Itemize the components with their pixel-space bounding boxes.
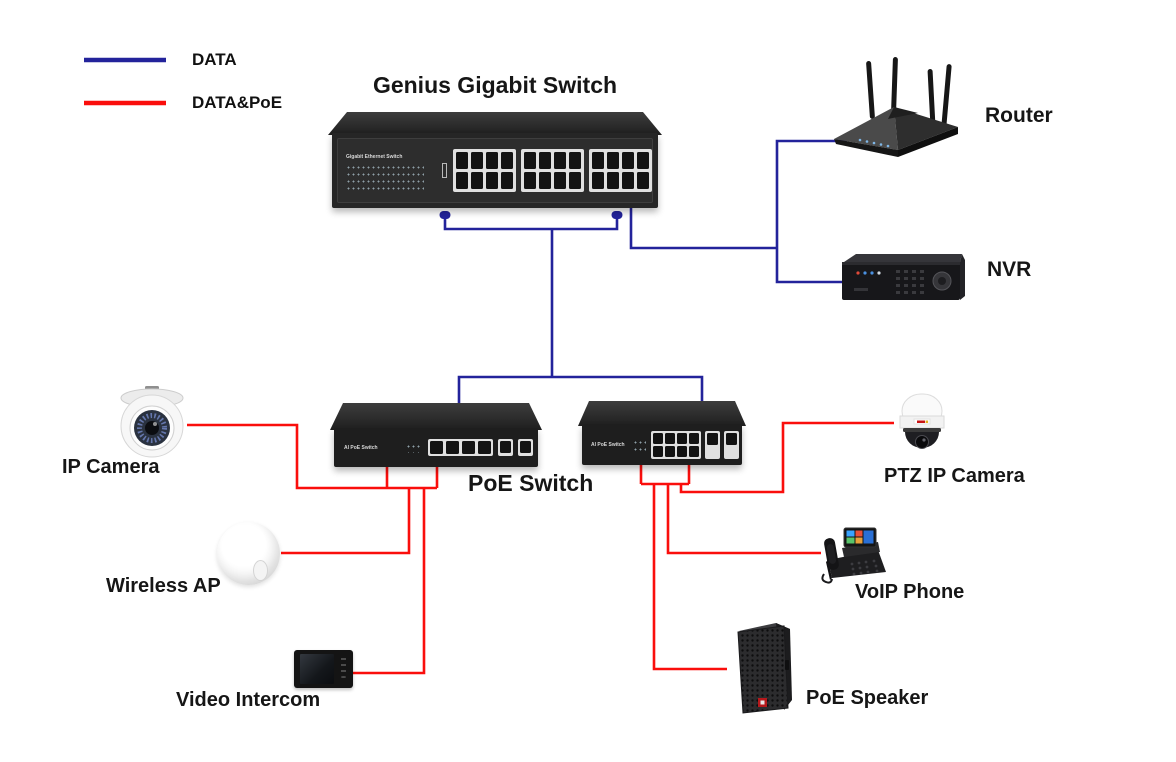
wireless-ap-image [217, 522, 280, 585]
data-line-swatch [84, 57, 166, 63]
poe-switch-left-image: AI PoE Switch [330, 403, 542, 467]
port-array [651, 430, 739, 459]
ptz-camera-label: PTZ IP Camera [884, 465, 1025, 487]
port-array [428, 439, 533, 456]
ip-camera-image [112, 383, 192, 461]
poe-switch-left-panel-text: AI PoE Switch [344, 444, 378, 451]
gigabit-switch-panel-text: Gigabit Ethernet Switch [346, 153, 403, 160]
gigabit-switch-title: Genius Gigabit Switch [372, 72, 618, 98]
reset-diagram [442, 163, 447, 178]
router-label: Router [985, 104, 1053, 127]
poe-switch-label: PoE Switch [468, 470, 594, 496]
video-intercom-label: Video Intercom [176, 689, 321, 711]
legend-label-data-poe: DATA&PoE [192, 93, 283, 112]
poe-speaker-image [730, 618, 798, 716]
ip-camera-label: IP Camera [62, 456, 160, 478]
poe-switch-right-panel-text: AI PoE Switch [591, 441, 625, 448]
nvr-label: NVR [987, 258, 1032, 281]
wireless-ap-label: Wireless AP [106, 575, 221, 597]
gigabit-switch-image: Gigabit Ethernet Switch [328, 112, 662, 208]
poe-lines [187, 421, 894, 675]
ptz-camera-image [890, 386, 954, 466]
voip-phone-image [816, 522, 888, 584]
legend-label-data: DATA [192, 50, 237, 69]
data-poe-line-swatch [84, 100, 166, 106]
poe-switch-right-image: AI PoE Switch [578, 401, 746, 465]
port-array [453, 149, 652, 192]
voip-phone-label: VoIP Phone [855, 581, 965, 603]
data-lines [439, 139, 847, 404]
router-image [826, 55, 966, 163]
poe-speaker-label: PoE Speaker [806, 687, 929, 709]
video-intercom-image [294, 650, 353, 688]
nvr-image [838, 250, 968, 308]
